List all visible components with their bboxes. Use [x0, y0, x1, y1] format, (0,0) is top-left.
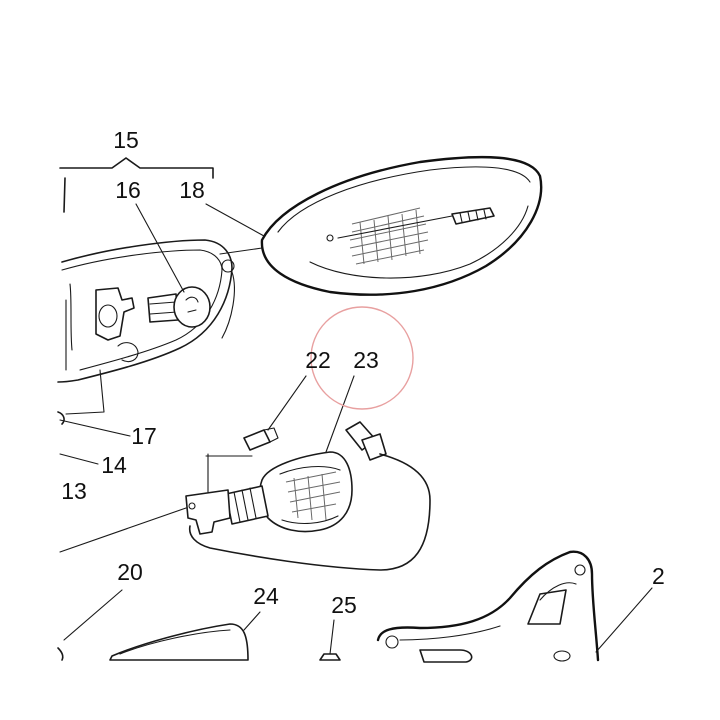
callout-13: 13 — [61, 478, 87, 504]
callout-20: 20 — [117, 559, 143, 585]
part-20-fragment — [57, 647, 64, 661]
lamp-housing — [57, 239, 235, 383]
callout-24: 24 — [253, 583, 279, 609]
callout-18: 18 — [179, 177, 205, 203]
part-25-screw — [319, 653, 341, 661]
callout-15: 15 — [113, 127, 139, 153]
callout-17: 17 — [131, 423, 157, 449]
highlight-circle — [310, 306, 414, 410]
callout-25: 25 — [331, 592, 357, 618]
callout-14: 14 — [101, 452, 127, 478]
part-24-cover — [109, 623, 249, 661]
mounting-plate — [376, 550, 600, 663]
left-edge-parts — [57, 369, 105, 425]
indicator-lens — [260, 155, 543, 296]
leader-lines — [59, 203, 653, 655]
callout-23: 23 — [353, 347, 379, 373]
callout-2-partial: 2 — [652, 563, 665, 589]
callout-labels: 15 16 18 22 23 17 14 13 20 24 25 2 — [61, 127, 665, 618]
callout-16: 16 — [115, 177, 141, 203]
lens-reflector-pattern — [349, 207, 429, 265]
group-15-bracket — [59, 157, 214, 213]
lens-screw — [326, 207, 495, 242]
indicator-body — [185, 421, 431, 571]
callout-22: 22 — [305, 347, 331, 373]
